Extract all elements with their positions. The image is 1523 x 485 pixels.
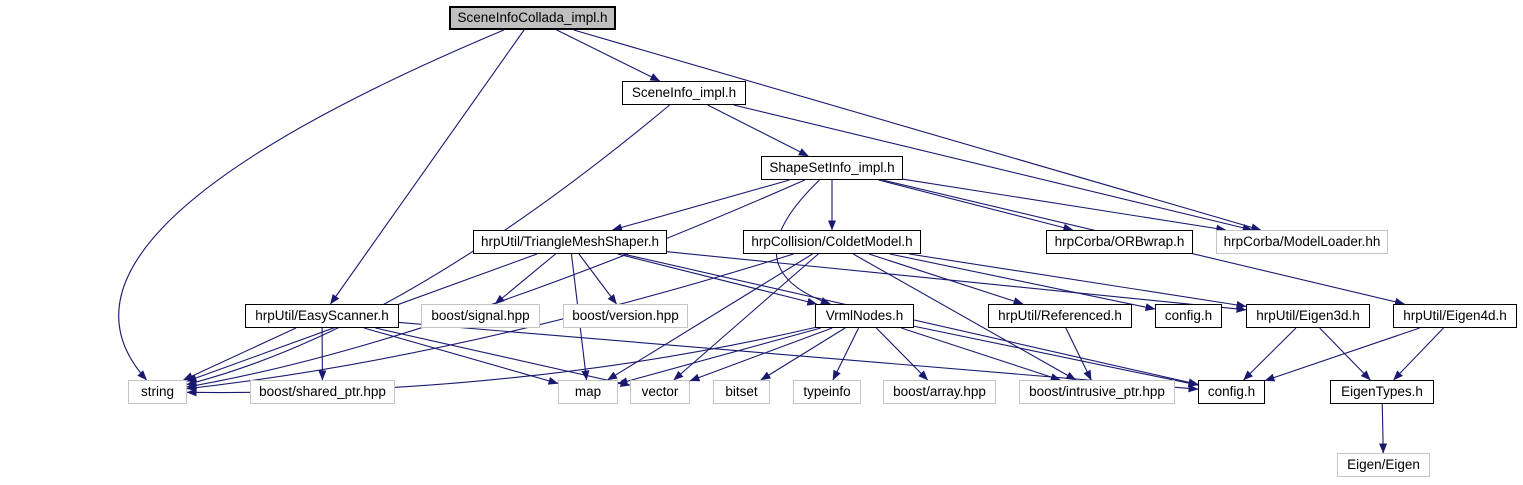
edge-eigen4d-to-eigen_types: [1393, 327, 1444, 381]
edge-scene_info_collada-to-model_loader: [573, 29, 1262, 232]
graph-node-intrusive_ptr: boost/intrusive_ptr.hpp: [1019, 380, 1175, 404]
edge-scene_info-to-string: [186, 104, 670, 386]
edge-easy_scanner-to-vector: [375, 327, 631, 388]
graph-node-boost_version: boost/version.hpp: [563, 304, 688, 328]
graph-node-eigen4d[interactable]: hrpUtil/Eigen4d.h: [1393, 304, 1517, 328]
edge-eigen3d-to-eigen_types: [1319, 327, 1371, 381]
edge-coldet_model-to-config_mid: [889, 253, 1156, 312]
edge-coldet_model-to-string: [186, 253, 794, 392]
edge-easy_scanner-to-string: [183, 327, 297, 381]
graph-node-config_bottom[interactable]: config.h: [1198, 380, 1265, 404]
edge-vrml_nodes-to-typeinfo: [832, 327, 860, 381]
edge-eigen_types-to-eigen_eigen: [1379, 403, 1388, 454]
edge-scene_info_collada-to-scene_info: [556, 29, 661, 82]
edge-shape_set_info-to-orbwrap: [878, 179, 1074, 232]
edge-eigen3d-to-config_bottom: [1243, 327, 1297, 381]
graph-node-shared_ptr: boost/shared_ptr.hpp: [250, 380, 395, 404]
edge-coldet_model-to-map: [607, 253, 813, 381]
graph-node-boost_signal: boost/signal.hpp: [421, 304, 540, 328]
edge-easy_scanner-to-config_bottom: [398, 321, 1199, 393]
edge-coldet_model-to-referenced: [868, 253, 1024, 305]
graph-node-easy_scanner[interactable]: hrpUtil/EasyScanner.h: [245, 304, 399, 328]
graph-node-shape_set_info[interactable]: ShapeSetInfo_impl.h: [761, 156, 903, 180]
edge-coldet_model-to-eigen3d: [909, 253, 1247, 309]
edge-coldet_model-to-vector: [673, 253, 819, 381]
edge-triangle_mesh_shaper-to-boost_signal: [494, 253, 556, 305]
edge-vrml_nodes-to-intrusive_ptr: [901, 327, 1061, 381]
edge-scene_info-to-model_loader: [733, 104, 1253, 232]
edge-easy_scanner-to-map: [363, 327, 559, 385]
edge-coldet_model-to-intrusive_ptr: [852, 253, 1077, 381]
graph-node-triangle_mesh_shaper[interactable]: hrpUtil/TriangleMeshShaper.h: [473, 230, 667, 254]
edge-referenced-to-intrusive_ptr: [1065, 327, 1092, 381]
graph-node-map: map: [558, 380, 618, 404]
graph-node-bitset: bitset: [713, 380, 770, 404]
graph-node-boost_array: boost/array.hpp: [883, 380, 996, 404]
edge-shape_set_info-to-string: [186, 179, 805, 390]
graph-node-config_mid[interactable]: config.h: [1155, 304, 1222, 328]
graph-node-referenced[interactable]: hrpUtil/Referenced.h: [988, 304, 1132, 328]
graph-node-vrml_nodes[interactable]: VrmlNodes.h: [815, 304, 914, 328]
graph-node-model_loader: hrpCorba/ModelLoader.hh: [1216, 230, 1388, 254]
edge-scene_info_collada-to-string: [118, 29, 505, 381]
edge-triangle_mesh_shaper-to-boost_version: [578, 253, 617, 305]
edge-shape_set_info-to-triangle_mesh_shaper: [612, 179, 790, 232]
edge-shape_set_info-to-vrml_nodes: [775, 179, 831, 305]
edge-vrml_nodes-to-vector: [689, 327, 833, 382]
graph-node-eigen_eigen: Eigen/Eigen: [1337, 453, 1430, 477]
graph-node-string: string: [128, 380, 187, 404]
graph-node-orbwrap[interactable]: hrpCorba/ORBwrap.h: [1046, 230, 1193, 254]
edge-scene_info_collada-to-easy_scanner: [330, 29, 525, 305]
edge-vrml_nodes-to-map: [617, 327, 821, 386]
graph-node-scene_info[interactable]: SceneInfo_impl.h: [622, 81, 746, 105]
graph-node-vector: vector: [630, 380, 690, 404]
edge-triangle_mesh_shaper-to-vrml_nodes: [617, 253, 818, 306]
graph-node-eigen3d[interactable]: hrpUtil/Eigen3d.h: [1246, 304, 1370, 328]
graph-node-typeinfo: typeinfo: [793, 380, 861, 404]
graph-node-coldet_model[interactable]: hrpCollision/ColdetModel.h: [743, 230, 921, 254]
edge-triangle_mesh_shaper-to-eigen3d: [666, 251, 1247, 313]
edge-shape_set_info-to-model_loader: [902, 178, 1227, 233]
edge-eigen4d-to-config_bottom: [1264, 327, 1420, 382]
edge-scene_info-to-shape_set_info: [707, 104, 809, 157]
graph-node-scene_info_collada: SceneInfoCollada_impl.h: [449, 6, 616, 30]
edge-vrml_nodes-to-config_bottom: [913, 325, 1199, 388]
edge-vrml_nodes-to-bitset: [760, 327, 846, 381]
edge-vrml_nodes-to-boost_array: [875, 327, 929, 381]
graph-node-eigen_types[interactable]: EigenTypes.h: [1330, 380, 1434, 404]
